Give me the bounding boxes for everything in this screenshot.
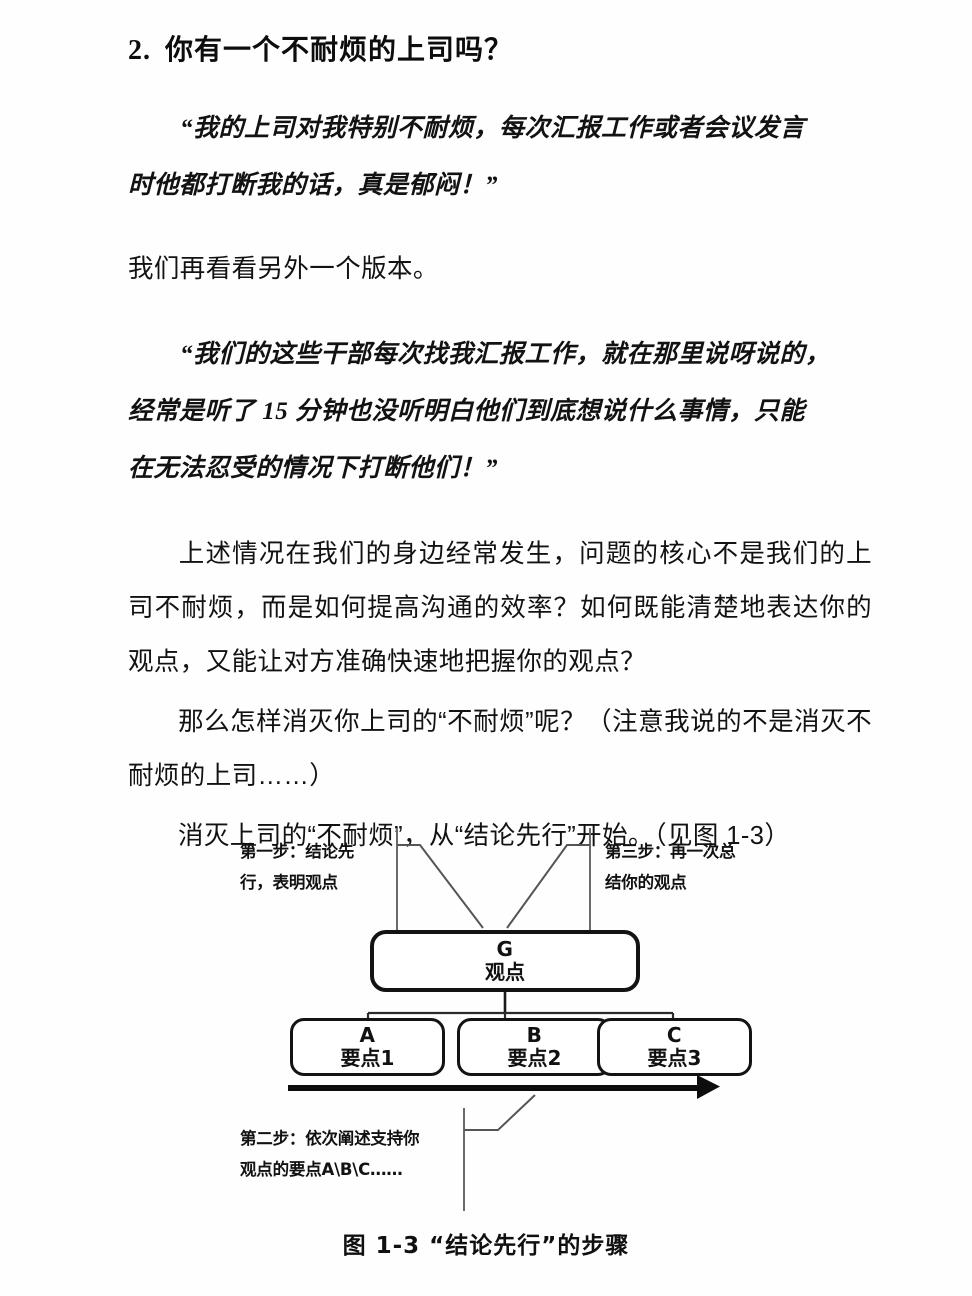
quote-2-line-2: 经常是听了 15 分钟也没听明白他们到底想说什么事情，只能	[128, 398, 806, 425]
quote-2-line-1: “我们的这些干部每次找我汇报工作，就在那里说呀说的，	[180, 341, 831, 368]
quote-block-1: “我的上司对我特别不耐烦，每次汇报工作或者会议发言 时他都打断我的话，真是郁闷！…	[128, 100, 872, 214]
paragraph-answer-text: 消灭上司的“不耐烦”，从“结论先行”开始。（见图 1-3）	[178, 822, 791, 850]
node-b-point2: B 要点2	[457, 1018, 612, 1076]
quote-1-line-2: 时他都打断我的话，真是郁闷！”	[128, 172, 499, 199]
heading-number: 2.	[128, 35, 151, 66]
node-a-code: A	[359, 1022, 376, 1047]
step1-leader-line	[397, 844, 484, 929]
node-g-label: 观点	[485, 960, 525, 984]
paragraph-question-text: 那么怎样消灭你上司的“不耐烦”呢？（注意我说的不是消灭不耐烦的上司……）	[128, 708, 872, 790]
page-title: 2. 你有一个不耐烦的上司吗？	[128, 28, 872, 68]
quote-block-2: “我们的这些干部每次找我汇报工作，就在那里说呀说的， 经常是听了 15 分钟也没…	[128, 326, 872, 497]
callout-step-3-line-2: 结你的观点	[605, 873, 687, 892]
step3-leader-line	[506, 844, 590, 929]
quote-2-line-3: 在无法忍受的情况下打断他们！”	[128, 455, 499, 482]
paragraph-transition: 我们再看看另外一个版本。	[128, 255, 439, 283]
paragraph-question: 那么怎样消灭你上司的“不耐烦”呢？（注意我说的不是消灭不耐烦的上司……）	[128, 695, 872, 803]
diagram-connectors	[288, 828, 720, 1211]
callout-step-2-line-2: 观点的要点A\B\C……	[240, 1160, 403, 1179]
step2-leader-line	[464, 1094, 536, 1131]
node-g-code: G	[496, 936, 514, 961]
node-b-label: 要点2	[507, 1046, 562, 1070]
paragraph-analysis-text: 上述情况在我们的身边经常发生，问题的核心不是我们的上司不耐烦，而是如何提高沟通的…	[128, 540, 872, 676]
callout-step-1-line-2: 行，表明观点	[240, 873, 338, 892]
node-c-code: C	[666, 1022, 683, 1047]
callout-step-3: 第三步：再一次总 结你的观点	[605, 836, 736, 898]
callout-step-2-line-1: 第二步：依次阐述支持你	[240, 1129, 420, 1148]
node-c-label: 要点3	[647, 1046, 702, 1070]
paragraph-answer: 消灭上司的“不耐烦”，从“结论先行”开始。（见图 1-3）	[128, 809, 872, 863]
text-column: 2. 你有一个不耐烦的上司吗？ “我的上司对我特别不耐烦，每次汇报工作或者会议发言…	[128, 0, 872, 863]
quote-1-line-1: “我的上司对我特别不耐烦，每次汇报工作或者会议发言	[180, 115, 806, 142]
node-c-point3: C 要点3	[597, 1018, 752, 1076]
callout-step-3-line-1: 第三步：再一次总	[605, 842, 736, 861]
callout-step-1-line-1: 第一步：结论先	[240, 842, 355, 861]
figure-1-3: 第一步：结论先 行，表明观点 第三步：再一次总 结你的观点 第二步：依次阐述支持…	[0, 818, 972, 1296]
node-g-conclusion: G 观点	[370, 930, 640, 992]
figure-caption: 图 1-3 “结论先行”的步骤	[342, 1233, 630, 1259]
paragraph-analysis: 上述情况在我们的身边经常发生，问题的核心不是我们的上司不耐烦，而是如何提高沟通的…	[128, 527, 872, 689]
heading-text: 你有一个不耐烦的上司吗？	[165, 35, 514, 66]
diagram-canvas: 第一步：结论先 行，表明观点 第三步：再一次总 结你的观点 第二步：依次阐述支持…	[215, 818, 775, 1218]
node-a-label: 要点1	[340, 1046, 395, 1070]
node-a-point1: A 要点1	[290, 1018, 445, 1076]
sequence-arrow-head	[697, 1075, 720, 1099]
node-b-code: B	[526, 1022, 543, 1047]
callout-step-2: 第二步：依次阐述支持你 观点的要点A\B\C……	[240, 1123, 420, 1185]
callout-step-1: 第一步：结论先 行，表明观点	[240, 836, 354, 898]
